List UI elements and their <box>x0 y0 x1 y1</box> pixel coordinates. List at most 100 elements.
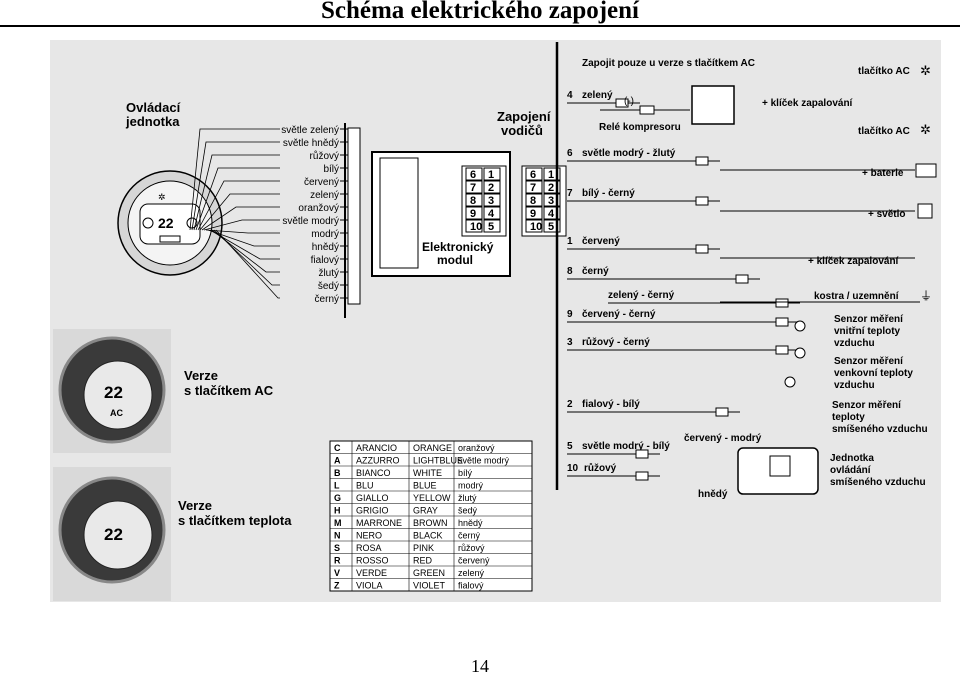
table-cell: BLUE <box>413 481 437 491</box>
pin-cell <box>525 180 543 194</box>
connection-number: 1 <box>567 236 573 247</box>
pin-cell <box>483 219 501 233</box>
target-battery: + baterie <box>862 168 904 179</box>
pin-cell <box>525 193 543 207</box>
connector-icon <box>635 471 649 481</box>
cu-connector <box>347 127 361 305</box>
relay-minus: (-) <box>624 96 634 107</box>
pin-cell <box>483 193 501 207</box>
fan-down-icon <box>142 217 154 229</box>
target-ac-1: tlačítko AC <box>858 66 910 77</box>
cu-wire <box>199 193 280 231</box>
pin-cell <box>465 193 483 207</box>
table-cell: ROSA <box>356 543 382 553</box>
connection-wire-label: červený - černý <box>582 309 656 320</box>
table-cell: VERDE <box>356 568 387 578</box>
battery-icon <box>915 163 937 178</box>
sensor-inner-3: vzduchu <box>834 338 875 349</box>
pin-number: 1 <box>488 169 494 181</box>
cu-wire <box>193 154 280 231</box>
variant-ac-button: AC <box>110 408 123 418</box>
control-face <box>139 203 201 245</box>
pin-cell <box>483 180 501 194</box>
table-cell: černý <box>458 531 481 541</box>
pin-number: 8 <box>470 195 476 207</box>
mix-unit-2: ovládání <box>830 465 872 476</box>
table-cell: šedý <box>458 506 478 516</box>
connection-wire-label: růžový - černý <box>582 336 650 348</box>
variant-temp-display: 22 <box>104 525 123 544</box>
table-cell: červený <box>458 556 490 566</box>
wire-brown: hnědý <box>698 489 728 500</box>
sensor-outer-2: venkovní teploty <box>834 368 913 379</box>
cu-wire <box>213 229 280 286</box>
pin-number: 3 <box>548 195 554 207</box>
target-ground: kostra / uzemnění <box>814 291 900 302</box>
connection-wire-label: černý <box>582 266 609 277</box>
cu-wire <box>189 128 280 231</box>
cu-wire-label: hnědý <box>312 242 339 253</box>
variant-temp-face <box>83 500 153 570</box>
pin-cell <box>465 167 483 181</box>
cu-wire-label: šedý <box>318 281 339 292</box>
ground-icon: ⏚ <box>920 289 932 303</box>
pin-number: 4 <box>488 208 495 220</box>
table-cell: GRAY <box>413 506 438 516</box>
table-cell: YELLOW <box>413 493 451 503</box>
title-rule <box>0 25 960 27</box>
cu-wire-label: zelený <box>310 190 339 201</box>
pin-number: 8 <box>530 195 536 207</box>
connection-number: 2 <box>567 399 573 410</box>
ac-sun-icon-2: ✲ <box>920 122 931 137</box>
table-cell: AZZURRO <box>356 456 400 466</box>
variant-temp: 22 Verze s tlačítkem teplota <box>53 467 292 601</box>
sensor-inner-2: vnitřní teploty <box>834 326 901 337</box>
connector-icon <box>775 317 789 327</box>
pin-cell <box>525 206 543 220</box>
control-unit-title-2: jednotka <box>125 114 180 129</box>
table-cell: MARRONE <box>356 518 402 528</box>
sensor-mixed-1: Senzor měření <box>832 400 902 411</box>
table-cell: H <box>334 506 341 516</box>
sun-icon: ✲ <box>158 192 166 202</box>
connection-wire-label: zelený - černý <box>608 290 675 301</box>
cu-wire-label: světle zelený <box>281 125 339 136</box>
pin-number: 4 <box>548 208 555 220</box>
table-cell: zelený <box>458 568 485 578</box>
module-title-1: Elektronický <box>422 240 494 254</box>
connector-icon <box>615 98 629 108</box>
sensor-mixed-2: teploty <box>832 412 865 423</box>
pin-number: 5 <box>548 221 554 233</box>
cu-wire <box>209 229 280 260</box>
relay-label: Relé kompresoru <box>599 122 681 133</box>
table-cell: světle modrý <box>458 456 510 466</box>
pin-number: 10 <box>530 221 542 233</box>
table-cell: BLACK <box>413 531 443 541</box>
pin-number: 2 <box>488 182 494 194</box>
module-board <box>379 157 419 269</box>
table-cell: GRIGIO <box>356 506 389 516</box>
connection-number: 10 <box>567 463 579 474</box>
cu-wire-label: růžový <box>310 150 339 162</box>
mix-unit-1: Jednotka <box>830 453 874 464</box>
sensor-mixed-3: smíšeného vzduchu <box>832 424 928 435</box>
connection-number: 4 <box>567 90 573 101</box>
connection-wire-label: světle modrý - žlutý <box>582 148 676 159</box>
cu-wire-label: červený <box>304 177 339 188</box>
cu-wire-label: bílý <box>323 164 339 175</box>
module-title-2: modul <box>437 253 473 267</box>
cu-wire <box>195 167 280 231</box>
cu-wire-label: modrý <box>311 229 339 240</box>
target-ignition-1: + klíček zapalování <box>762 98 854 109</box>
relay-icon <box>691 85 735 125</box>
connection-wire-label: fialový - bílý <box>582 399 640 410</box>
control-unit: Ovládací jednotka 22 ✲ světle zelenýsvět… <box>117 100 361 318</box>
connection-number: 9 <box>567 309 573 320</box>
connector-icon <box>715 407 729 417</box>
pin-cell <box>525 219 543 233</box>
cu-wire <box>205 229 280 234</box>
mix-unit-motor <box>769 455 791 477</box>
cu-wire <box>201 206 280 231</box>
